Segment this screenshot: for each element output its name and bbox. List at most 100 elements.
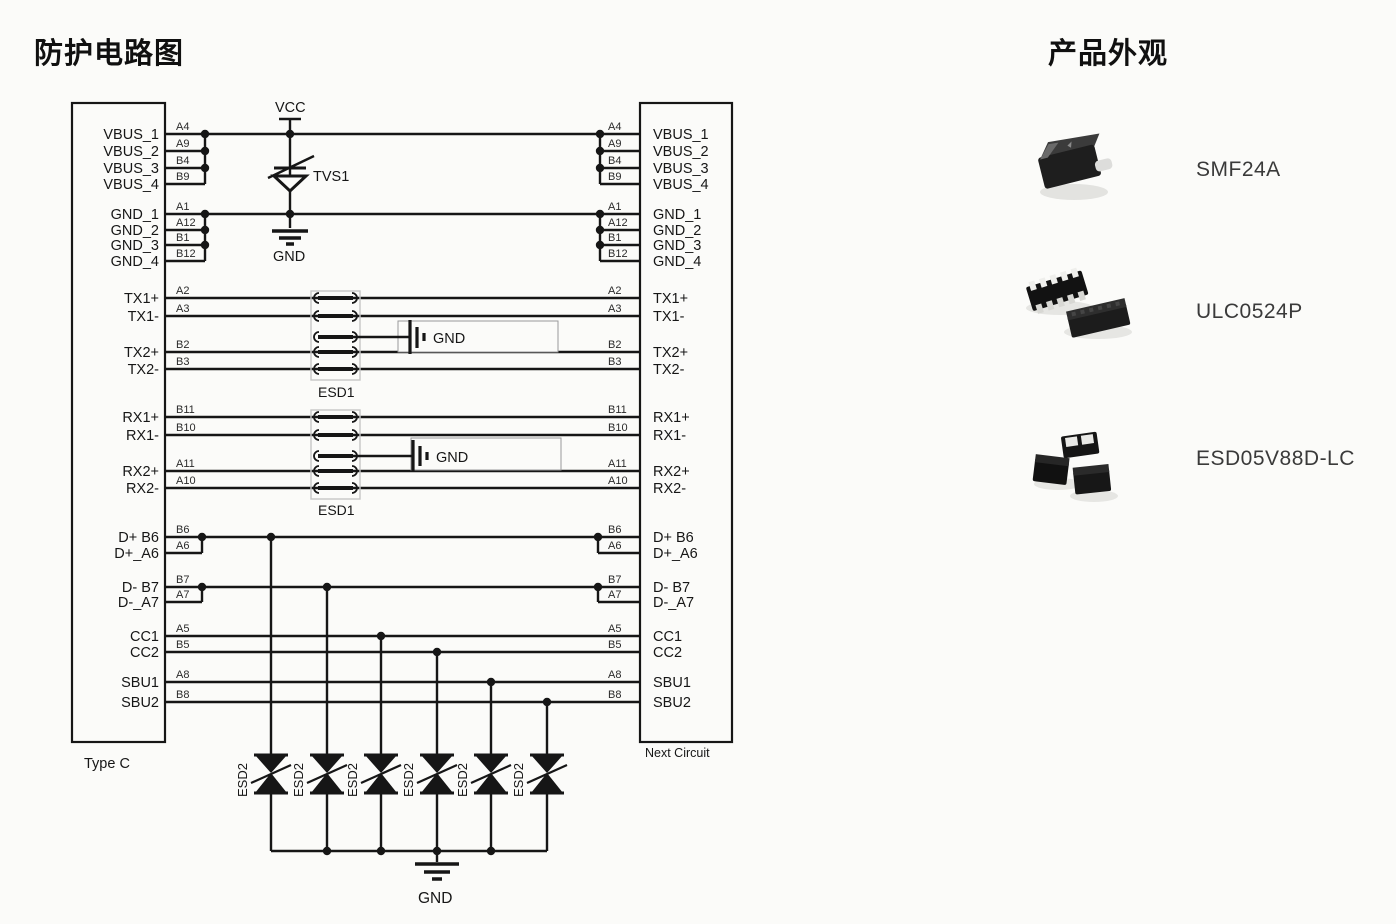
protection-circuit-schematic: Type C Next Circuit VCC TVS1 GND [70, 100, 734, 907]
pin-number: A6 [608, 540, 621, 552]
net-label: D+_A6 [653, 546, 698, 562]
esd-array-1-pin-arcs [313, 292, 358, 375]
net-label: RX1+ [653, 410, 690, 426]
esd2-diode-3: ESD2 [345, 753, 402, 797]
pin-number: B6 [608, 524, 621, 536]
esd2-diode-1: ESD2 [235, 753, 292, 797]
esd2-label: ESD2 [455, 763, 470, 797]
sma-diode-package-photo [1038, 133, 1113, 200]
esd2-label: ESD2 [511, 763, 526, 797]
esd2-bottom-triangle [421, 773, 453, 793]
pin-number: A2 [176, 285, 189, 297]
pin-number: B9 [608, 171, 621, 183]
net-label: D+ B6 [653, 530, 694, 546]
net-label: GND_2 [111, 223, 159, 239]
pin-number: B10 [608, 422, 628, 434]
esd-array-1-outline [310, 290, 361, 381]
net-label: VBUS_4 [653, 177, 709, 193]
esd2-label: ESD2 [235, 763, 250, 797]
tvs-label: TVS1 [313, 169, 349, 185]
esd-array-1-earth-icon [408, 320, 426, 354]
pin-number: A7 [176, 589, 189, 601]
pin-number: B6 [176, 524, 189, 536]
pin-number: A2 [608, 285, 621, 297]
net-label: TX1- [128, 309, 160, 325]
esd2-vertical-wires [269, 537, 549, 862]
esd-array-2-gnd-label: GND [436, 450, 468, 466]
bottom-earth-ground: GND [415, 862, 459, 907]
pin-number: B4 [176, 155, 189, 167]
next-circuit-connector-label: Next Circuit [645, 746, 710, 760]
esd2-slash [306, 763, 348, 785]
esd2-label: ESD2 [401, 763, 416, 797]
tvs-diode-triangle [270, 174, 310, 194]
pin-number: A3 [608, 303, 621, 315]
net-label: TX2+ [124, 345, 159, 361]
next-circuit-connector-box [638, 101, 734, 744]
esd2-top-triangle [255, 755, 287, 773]
pin-number: B2 [608, 339, 621, 351]
pin-number: B4 [608, 155, 621, 167]
net-label: RX2+ [122, 464, 159, 480]
pin-number: B7 [608, 574, 621, 586]
type-c-connector-label: Type C [84, 756, 130, 772]
right-connector-net-labels: VBUS_1 VBUS_2 VBUS_3 VBUS_4 GND_1 GND_2 … [653, 127, 709, 711]
esd2-slash [470, 763, 512, 785]
net-label: CC1 [130, 629, 159, 645]
pin-number: A11 [608, 458, 627, 470]
pin-number: B3 [176, 356, 189, 368]
esd2-top-triangle [365, 755, 397, 773]
net-label: SBU1 [121, 675, 159, 691]
net-label: D+_A6 [114, 546, 159, 562]
net-label: RX1+ [122, 410, 159, 426]
net-label: GND_3 [111, 238, 159, 254]
net-label: TX2+ [653, 345, 688, 361]
net-label: VBUS_1 [653, 127, 709, 143]
pin-number: B1 [608, 232, 621, 244]
esd2-top-triangle [531, 755, 563, 773]
pin-number: A6 [176, 540, 189, 552]
net-label: VBUS_1 [103, 127, 159, 143]
bottom-gnd-label: GND [418, 890, 452, 907]
esd2-diode-4: ESD2 [401, 753, 458, 797]
net-label: RX1- [653, 428, 686, 444]
net-label: CC2 [653, 645, 682, 661]
dfn-package-trio-photo [1032, 431, 1118, 502]
net-label: GND_1 [111, 207, 159, 223]
net-label: VBUS_4 [103, 177, 159, 193]
dfn10-array-package-photo [1026, 267, 1132, 339]
earth-ground-icon [415, 862, 459, 881]
esd-array-2-outline [310, 409, 361, 500]
net-label: TX1+ [653, 291, 688, 307]
pin-number: B11 [176, 404, 195, 416]
esd2-diode-5: ESD2 [455, 753, 512, 797]
net-label: SBU1 [653, 675, 691, 691]
gnd-callout-box [410, 437, 562, 471]
left-pin-numbers: A4 A9 B4 B9 A1 A12 B1 B12 A2 A3 B2 B3 B1… [176, 121, 196, 701]
esd-array-1-gnd-label: GND [433, 331, 465, 347]
net-label: D-_A7 [653, 595, 694, 611]
product-label-smf24a: SMF24A [1196, 158, 1281, 181]
net-label: TX1- [653, 309, 685, 325]
net-label: CC2 [130, 645, 159, 661]
esd-array-2-channels [318, 415, 353, 490]
pin-number: B3 [608, 356, 621, 368]
net-label: RX1- [126, 428, 159, 444]
net-label: D- B7 [122, 580, 159, 596]
net-label: RX2- [126, 481, 159, 497]
esd-array-2: GND ESD1 [310, 409, 562, 518]
products-section-title: 产品外观 [1048, 38, 1169, 70]
net-label: TX2- [653, 362, 685, 378]
gnd-callout-box [397, 320, 559, 353]
esd-array-2-label: ESD1 [318, 502, 355, 518]
pin-number: B12 [608, 248, 628, 260]
net-label: VBUS_2 [103, 144, 159, 160]
esd2-slash [416, 763, 458, 785]
esd-array-2-earth-icon [411, 440, 429, 472]
net-label: GND_3 [653, 238, 701, 254]
pin-number: B9 [176, 171, 189, 183]
esd2-bottom-triangle [531, 773, 563, 793]
pin-number: B8 [176, 689, 189, 701]
pin-number: A5 [176, 623, 189, 635]
